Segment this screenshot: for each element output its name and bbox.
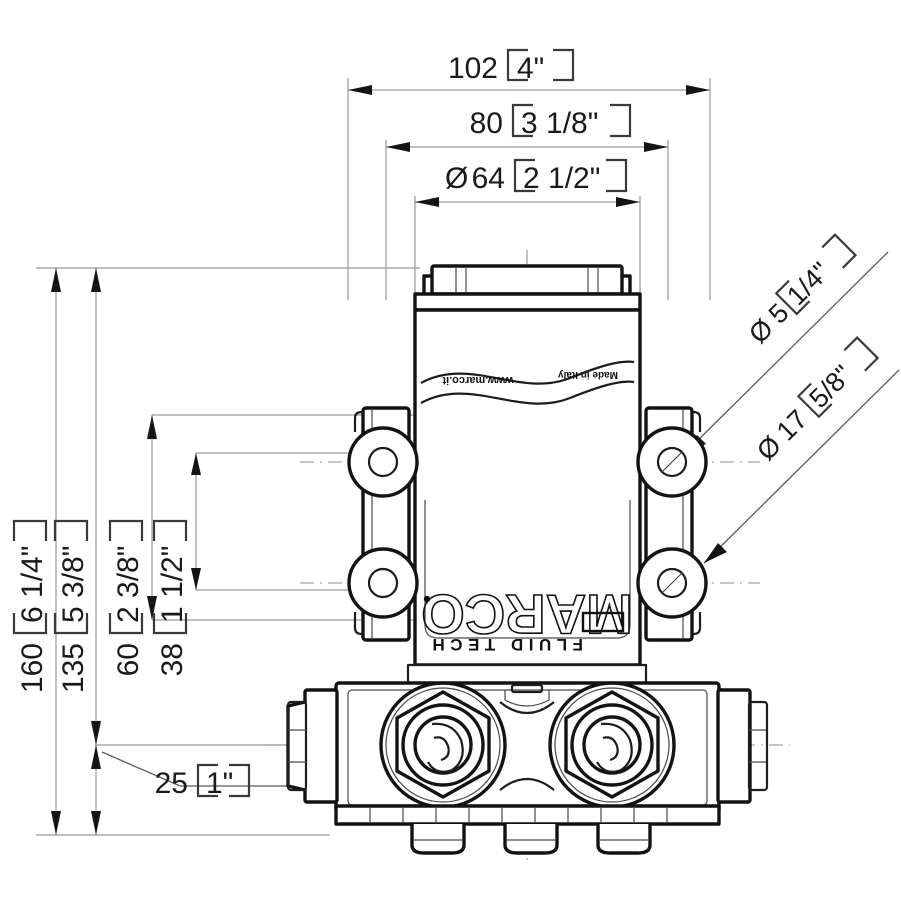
dim-value-body-diameter: 64 <box>472 162 505 195</box>
leader-line-large-hole <box>703 369 900 564</box>
dim-value-bracket-height: 60 <box>112 643 145 676</box>
dim-label-manifold-height: 25 1" <box>155 763 251 800</box>
origin-text: Made in Italy <box>558 369 618 380</box>
dim-imperial-bracket-height: 2 3/8" <box>112 546 145 623</box>
brand-name: MARCO <box>421 583 633 646</box>
bottom-manifold <box>286 663 769 855</box>
logo-dot <box>423 595 431 603</box>
dim-imperial-manifold-height: 1" <box>206 767 233 800</box>
dim-value-mounting-width: 80 <box>470 107 503 140</box>
dim-value-manifold-height: 25 <box>155 767 188 800</box>
origin-text-group: Made in Italy <box>558 369 618 380</box>
dim-imperial-body-height: 5 3/8" <box>57 546 90 623</box>
dim-label-body-height: 135 5 3/8" <box>53 519 90 693</box>
brand-logo: MARCO FLUID TECH <box>420 582 633 654</box>
pump-top-cap <box>413 264 642 312</box>
website-text: www.marco.it <box>442 374 514 386</box>
dim-label-overall-height: 160 6 1/4" <box>12 519 49 693</box>
dim-label-mounting-width: 80 3 1/8" <box>470 103 632 140</box>
dim-imperial-hole-spacing: 1 1/2" <box>156 546 189 623</box>
manifold-port-right <box>548 681 676 809</box>
dim-label-overall-width: 102 4" <box>448 48 575 85</box>
website-text-group: www.marco.it <box>442 374 514 386</box>
dim-value-hole-spacing: 38 <box>156 643 189 676</box>
dim-value-body-height: 135 <box>57 643 90 693</box>
vertical-dimension-lines <box>51 268 201 835</box>
dim-value-overall-height: 160 <box>16 643 49 693</box>
dim-imperial-overall-height: 6 1/4" <box>16 546 49 623</box>
brand-tagline: FLUID TECH <box>427 635 583 654</box>
dim-diameter-symbol-body: Ø <box>445 162 468 195</box>
dim-imperial-overall-width: 4" <box>517 52 544 85</box>
horizontal-dimension-lines <box>348 85 710 207</box>
dim-label-bracket-height: 60 2 3/8" <box>108 519 145 676</box>
dim-imperial-mounting-width: 3 1/8" <box>521 107 598 140</box>
manifold-outlets <box>410 822 652 855</box>
leader-line-small-hole <box>682 251 889 456</box>
dim-label-body-diameter: Ø 64 2 1/2" <box>445 158 628 195</box>
dim-imperial-body-diameter: 2 1/2" <box>523 162 600 195</box>
dim-label-hole-spacing: 38 1 1/2" <box>152 519 189 676</box>
logo-mark <box>581 611 625 633</box>
dim-value-overall-width: 102 <box>448 52 498 85</box>
manifold-port-left <box>379 681 507 809</box>
pump-body <box>413 308 642 667</box>
manifold-height-leader <box>101 751 300 787</box>
mounting-bosses <box>347 426 708 619</box>
